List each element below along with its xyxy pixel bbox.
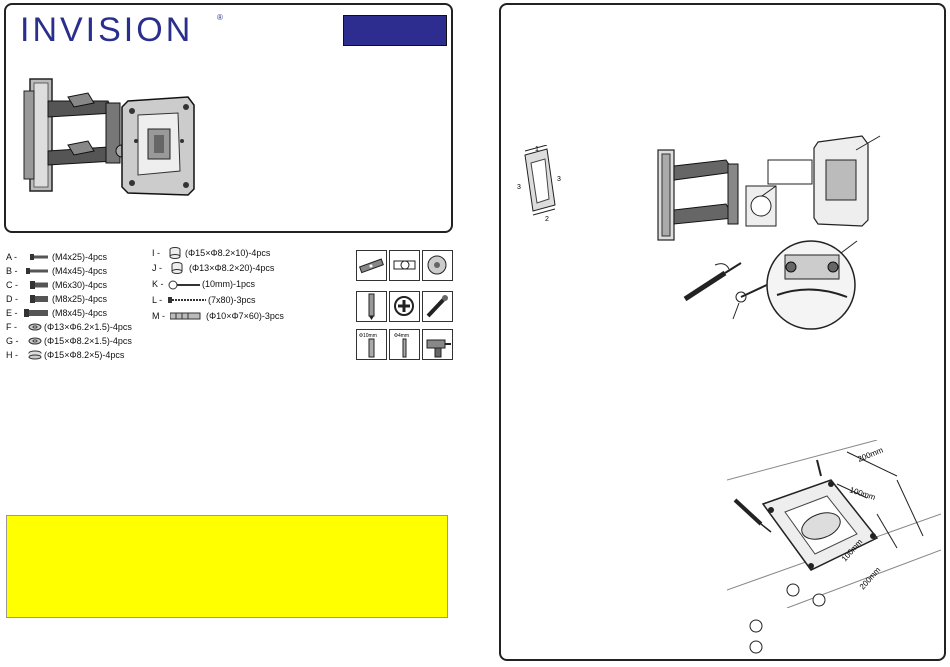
spacer-icon [28, 350, 42, 360]
power-drill-icon [422, 329, 453, 360]
registered-mark: ® [217, 13, 223, 22]
spacer-icon [169, 247, 181, 259]
tape-measure-icon [422, 250, 453, 281]
rotation-label: 3 [517, 184, 521, 191]
legend-circle [749, 640, 763, 654]
socket-wrench-icon [422, 291, 453, 322]
drill-bit-10mm-icon: Φ10mm [356, 329, 387, 360]
product-panel: INVISION ® [4, 3, 453, 233]
level-icon [356, 250, 387, 281]
dimension-label: 200mm [856, 445, 884, 463]
wall-mount-illustration [23, 78, 195, 196]
screw-icon [30, 281, 48, 289]
spacer-icon [171, 262, 183, 274]
dimension-label: 200mm [858, 565, 883, 591]
model-label-box [343, 15, 447, 46]
drill-bit-4mm-icon: Φ4mm [389, 329, 420, 360]
rotation-label: 1 [535, 146, 539, 153]
washer-icon [28, 323, 42, 331]
stud-finder-icon [389, 250, 420, 281]
rotation-label: 2 [545, 216, 549, 223]
brand-logo: INVISION [20, 11, 194, 49]
washer-icon [28, 337, 42, 345]
mount-assembly-diagram [657, 135, 881, 241]
legend-circle [749, 619, 763, 633]
phillips-screwdriver-icon [389, 291, 420, 322]
notice-box [6, 515, 448, 618]
rotation-label: 3 [557, 176, 561, 183]
drill-bit-label: Φ10mm [359, 333, 377, 339]
screw-icon [26, 268, 48, 274]
screw-icon [24, 309, 48, 317]
screw-icon [30, 254, 48, 260]
dimension-label: 100mm [848, 485, 876, 502]
wrench-icon [168, 280, 200, 290]
lag-bolt-icon [168, 297, 206, 303]
screw-icon [30, 295, 48, 303]
rotation-diagram: 1 2 3 3 [517, 145, 561, 223]
instructions-panel: 1 2 3 3 [499, 3, 946, 661]
drill-bit-label: Φ4mm [394, 333, 409, 339]
pencil-icon [356, 291, 387, 322]
tighten-detail-diagram [683, 240, 858, 330]
vesa-pattern-diagram: 200mm 100mm 100mm 200mm [727, 440, 941, 608]
anchor-icon [170, 312, 201, 320]
